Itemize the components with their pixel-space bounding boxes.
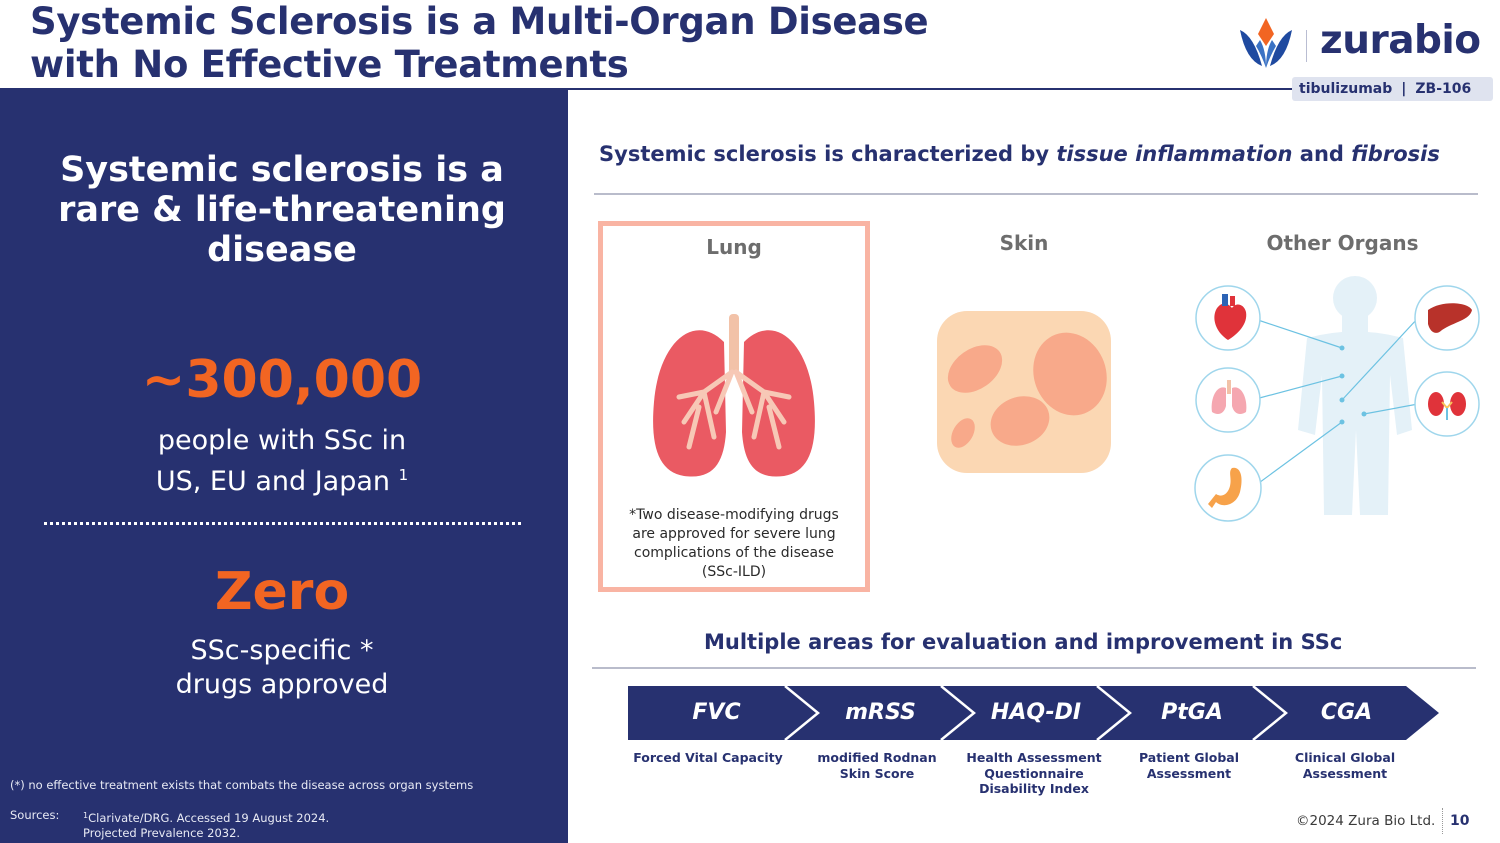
organs-title-em1: tissue inflammation	[1056, 142, 1293, 166]
organs-title-em2: fibrosis	[1351, 142, 1440, 166]
sources-line2: Projected Prevalence 2032.	[83, 826, 241, 840]
evaluation-section-rule	[592, 667, 1476, 669]
haqdi-description: Health Assessment Questionnaire Disabili…	[966, 750, 1102, 796]
organs-title-pre: Systemic sclerosis is characterized by	[599, 142, 1057, 166]
footnote: (*) no effective treatment exists that c…	[10, 778, 474, 792]
left-headline-line3: disease	[207, 230, 357, 270]
cga-description: Clinical Global Assessment	[1294, 750, 1396, 781]
body-organs-icon	[1194, 276, 1480, 522]
other-organs-label: Other Organs	[1266, 231, 1419, 255]
approved-drugs-line1: SSc-specific *	[190, 635, 374, 666]
prevalence-description: people with SSc in US, EU and Japan 1	[0, 424, 564, 499]
sources-ref: 1	[83, 811, 89, 820]
prevalence-stat: ~300,000	[141, 350, 423, 410]
left-headline: Systemic sclerosis is a rare & life-thre…	[0, 150, 564, 270]
chevron-mrss	[785, 686, 974, 740]
lung-note: *Two disease-modifying drugs are approve…	[629, 507, 839, 580]
approved-drugs-line2: drugs approved	[175, 669, 389, 700]
prevalence-line2-text: US, EU and Japan	[155, 466, 390, 497]
approved-drugs-stat: Zero	[214, 562, 350, 622]
fvc-label: FVC	[692, 700, 741, 725]
product-separator: |	[1401, 81, 1407, 97]
slide-title-line1: Systemic Sclerosis is a Multi-Organ Dise…	[30, 0, 929, 43]
left-panel: Systemic sclerosis is a rare & life-thre…	[0, 88, 568, 843]
sources-line1-text: Clarivate/DRG. Accessed 19 August 2024.	[88, 811, 330, 825]
evaluation-arrow-chevrons	[628, 686, 1439, 740]
zurabio-logo: zurabio	[1236, 16, 1486, 74]
sources-text: 1Clarivate/DRG. Accessed 19 August 2024.…	[83, 808, 383, 841]
evaluation-arrows: FVC mRSS HAQ-DI PtGA CGA	[628, 686, 1440, 740]
sources-label: Sources:	[10, 808, 60, 822]
organs-section-title: Systemic sclerosis is characterized by t…	[599, 142, 1440, 166]
slide-title: Systemic Sclerosis is a Multi-Organ Dise…	[30, 0, 929, 86]
organs-title-mid: and	[1292, 142, 1352, 166]
sources-line1: 1Clarivate/DRG. Accessed 19 August 2024.	[83, 808, 383, 826]
page-number: 10	[1450, 813, 1470, 829]
evaluation-section-title: Multiple areas for evaluation and improv…	[704, 630, 1343, 654]
logo-divider	[1306, 30, 1307, 62]
zurabio-flame-icon	[1240, 18, 1292, 68]
page-number-separator	[1442, 808, 1443, 834]
chevron-ptga	[1097, 686, 1286, 740]
chevron-haqdi	[941, 686, 1130, 740]
fvc-description: Forced Vital Capacity	[633, 750, 783, 765]
approved-drugs-description: SSc-specific * drugs approved	[0, 634, 564, 702]
slide-title-line2: with No Effective Treatments	[30, 43, 629, 86]
lung-label: Lung	[706, 235, 762, 259]
prevalence-ref: 1	[398, 466, 409, 484]
prevalence-line1: people with SSc in	[157, 425, 407, 456]
header-rule	[568, 88, 1292, 90]
copyright: ©2024 Zura Bio Ltd.	[1296, 813, 1436, 829]
lung-card	[598, 221, 870, 592]
ptga-label: PtGA	[1161, 700, 1223, 725]
left-headline-line1: Systemic sclerosis is a	[60, 150, 504, 190]
organs-section-rule	[594, 193, 1478, 195]
cga-label: CGA	[1320, 700, 1373, 725]
chevron-cga	[1253, 686, 1439, 740]
skin-label: Skin	[999, 231, 1049, 255]
left-headline-line2: rare & life-threatening	[58, 190, 506, 230]
mrss-label: mRSS	[845, 700, 916, 725]
prevalence-line2: US, EU and Japan 1	[0, 458, 564, 499]
haqdi-label: HAQ-DI	[990, 700, 1082, 725]
product-name: tibulizumab	[1299, 81, 1393, 97]
product-tag: tibulizumab | ZB-106	[1292, 77, 1493, 101]
dotted-divider	[44, 522, 521, 525]
lungs-icon	[653, 314, 815, 477]
mrss-description: modified Rodnan Skin Score	[817, 750, 937, 781]
chevron-fvc	[628, 686, 818, 740]
skin-icon	[937, 311, 1111, 473]
logo-text: zurabio	[1320, 18, 1481, 63]
product-code: ZB-106	[1415, 81, 1472, 97]
ptga-description: Patient Global Assessment	[1138, 750, 1240, 781]
